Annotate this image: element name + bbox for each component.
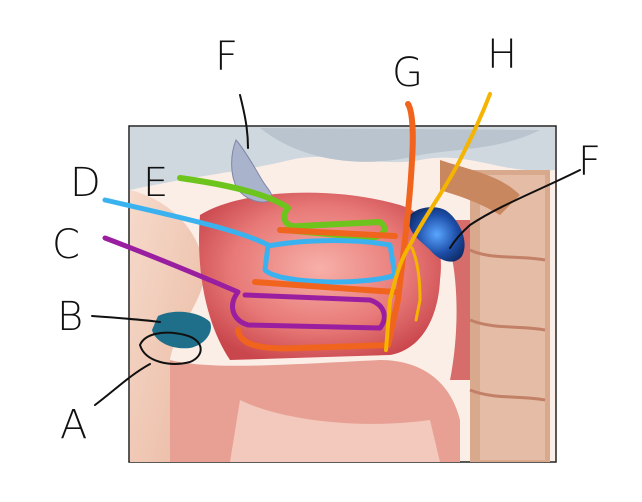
leader-lines — [91, 94, 581, 406]
label-e: E — [143, 160, 168, 206]
leader-f-top — [239, 94, 249, 149]
labels: F G H E D C B A F — [52, 32, 601, 448]
anatomy-illustration — [128, 125, 557, 463]
label-a: A — [60, 402, 87, 448]
orange-band-upper — [277, 227, 398, 239]
leader-b — [91, 315, 161, 323]
label-b: B — [57, 294, 83, 340]
yellow-h-branch — [410, 246, 422, 322]
leader-f-right — [449, 169, 581, 249]
colored-outlines — [102, 92, 492, 352]
yellow-h-line — [384, 92, 492, 352]
green-outline — [177, 175, 388, 241]
leader-a-ellipse — [138, 331, 202, 365]
orange-band-lower — [235, 327, 391, 352]
label-f-right: F — [578, 139, 601, 185]
orange-g-line — [385, 101, 416, 348]
label-c: C — [52, 222, 80, 268]
label-h: H — [487, 32, 517, 78]
cyan-outline — [102, 197, 398, 285]
leader-a — [94, 363, 151, 406]
orange-band-mid — [252, 279, 398, 295]
label-g: G — [392, 50, 423, 96]
label-f-top: F — [215, 34, 238, 80]
purple-outline — [102, 235, 387, 331]
label-d: D — [70, 160, 101, 206]
